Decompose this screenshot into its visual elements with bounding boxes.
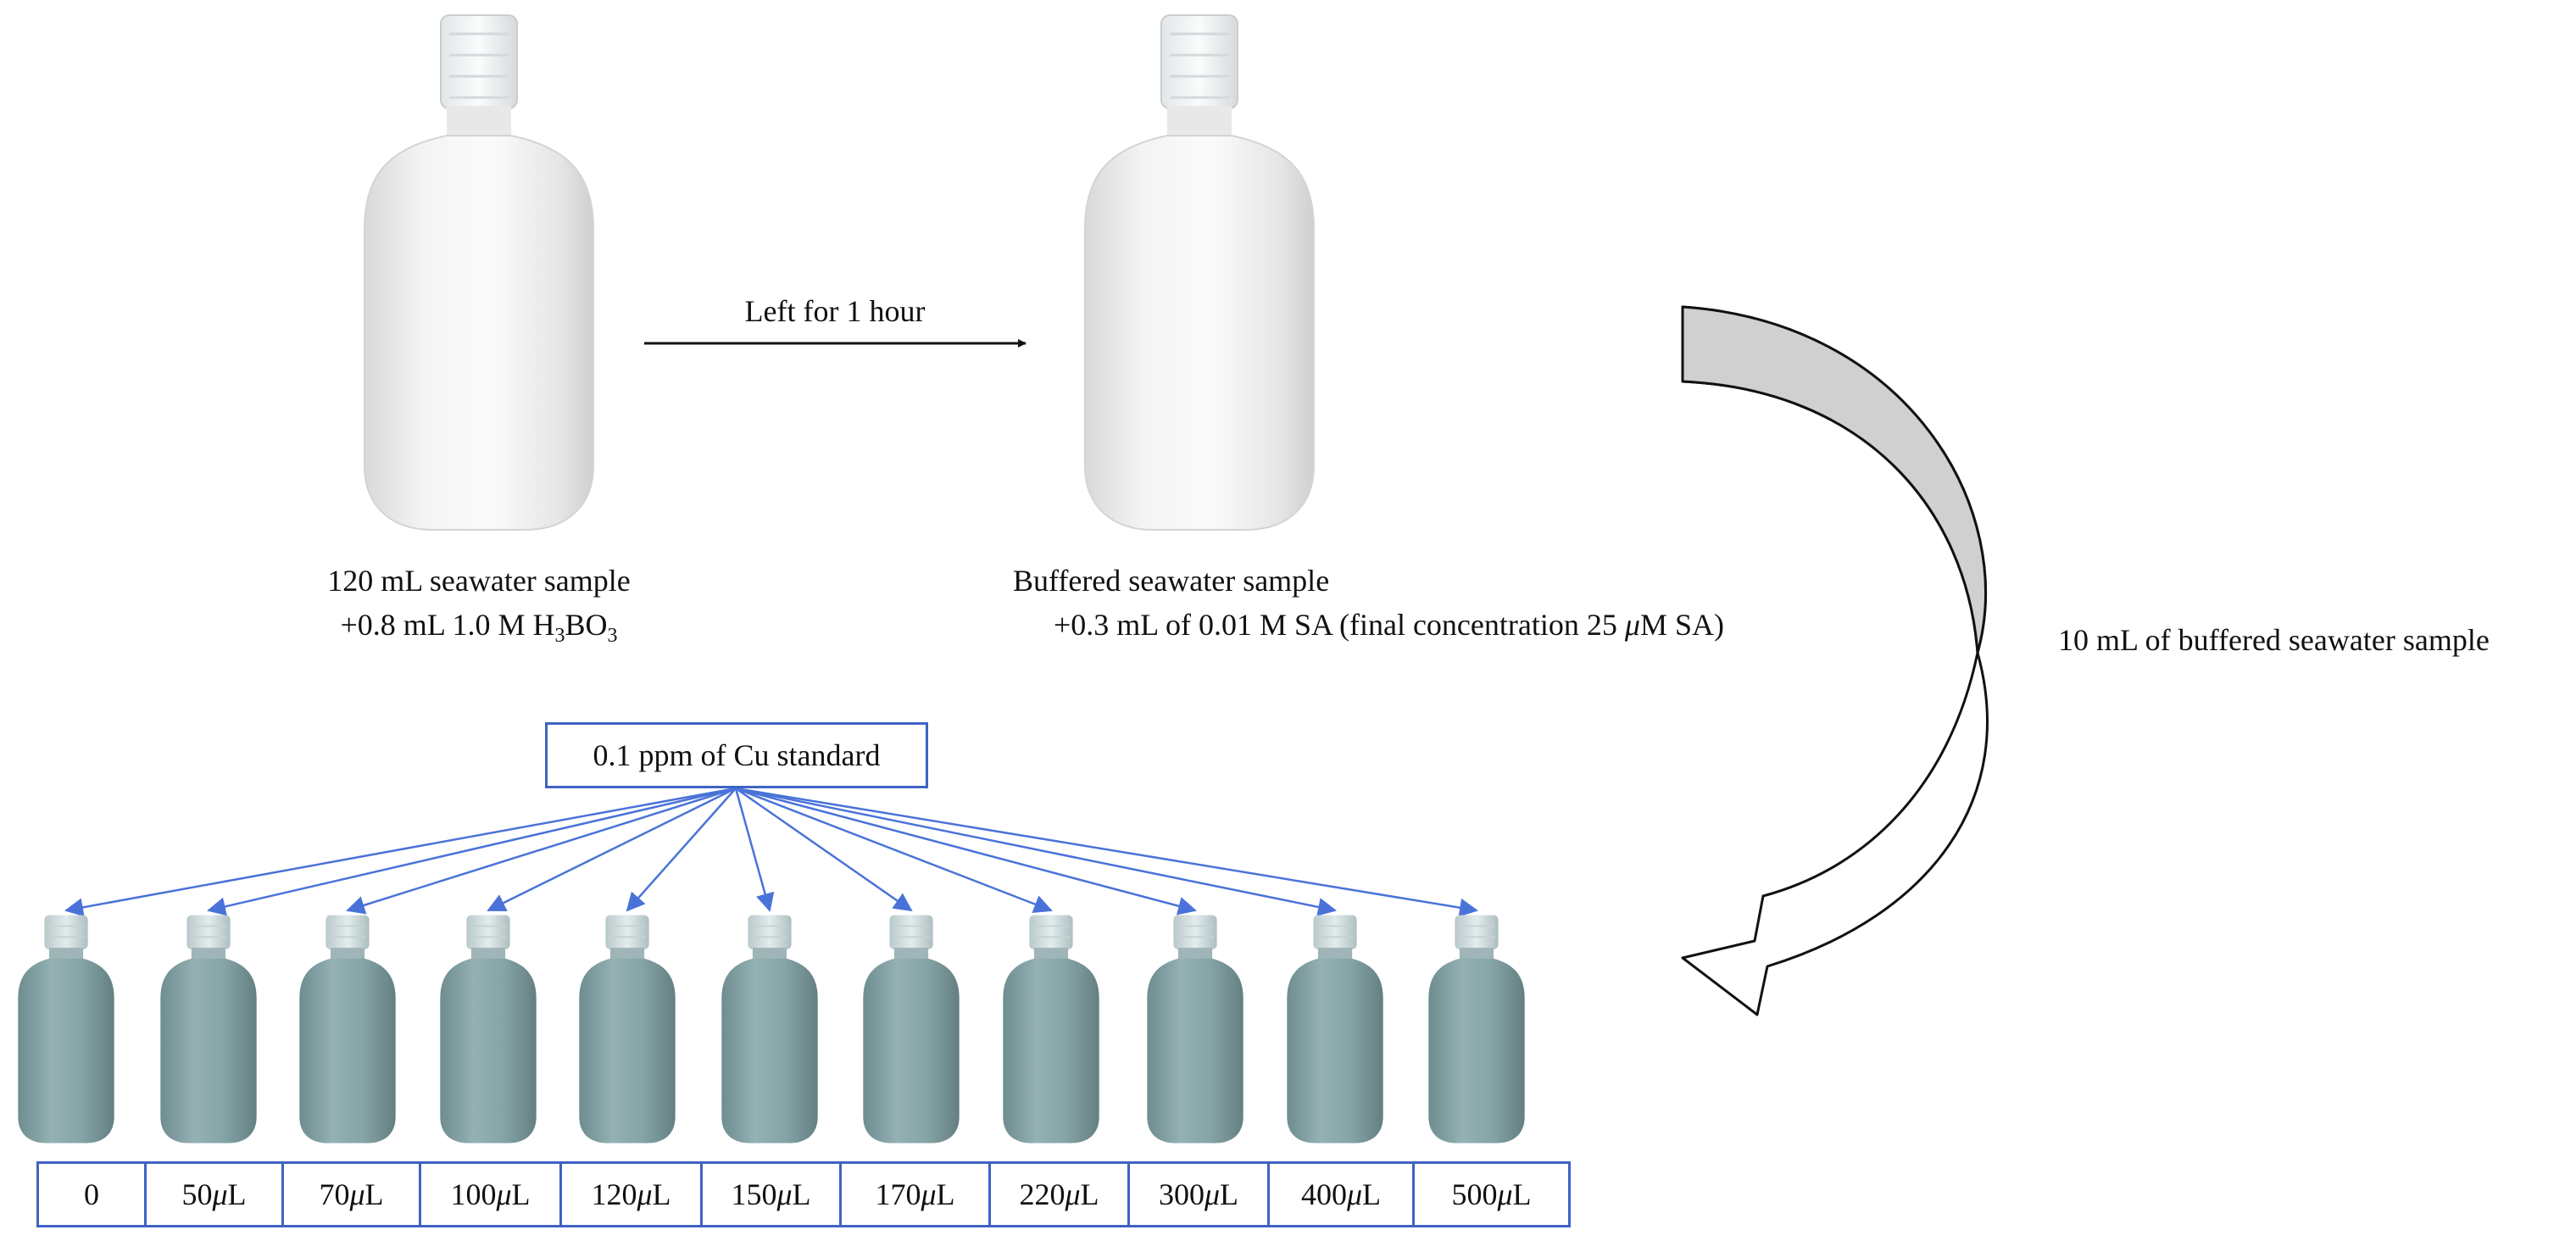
fan-arrow	[735, 787, 1197, 915]
fan-arrow	[207, 787, 737, 916]
vial-icon	[17, 914, 115, 1144]
vial-icon	[159, 914, 258, 1144]
vial-icon	[578, 914, 676, 1144]
fan-arrow	[735, 787, 1053, 914]
step1-label-line1: 120 mL seawater sample	[327, 564, 631, 598]
fan-arrow	[735, 787, 913, 912]
fan-arrows	[64, 787, 1478, 917]
step2-label-line2: +0.3 mL of 0.01 M SA (final concentratio…	[1054, 608, 1724, 642]
vial-icon	[1146, 914, 1244, 1144]
step2-label-line1: Buffered seawater sample	[1013, 564, 1330, 598]
step1-label-line2: +0.8 mL 1.0 M H3BO3	[340, 608, 618, 648]
vial-icon	[439, 914, 537, 1144]
fan-arrow	[735, 787, 1478, 917]
vial-volume-label: 0	[36, 1161, 147, 1227]
fan-arrow	[734, 787, 775, 912]
vial-icon	[1286, 914, 1384, 1144]
curved-arrow-shade	[1681, 305, 1987, 654]
vial-icon	[1427, 914, 1526, 1144]
vial-icon	[862, 914, 960, 1144]
fan-arrow	[346, 787, 737, 915]
vial-icon	[298, 914, 397, 1144]
vial-group	[17, 914, 1526, 1144]
bottle-icon-seawater	[363, 14, 595, 531]
arrow1-label: Left for 1 hour	[744, 294, 926, 328]
cu-standard-box: 0.1 ppm of Cu standard	[545, 722, 928, 788]
vial-icon	[721, 914, 819, 1144]
vial-icon	[1002, 914, 1100, 1144]
curved-arrow-label: 10 mL of buffered seawater sample	[2058, 623, 2490, 657]
fan-arrow	[735, 787, 1337, 916]
fan-arrow	[64, 787, 737, 917]
bottle-icon-buffered	[1083, 14, 1316, 531]
fan-arrow	[626, 787, 737, 912]
fan-arrow	[487, 787, 737, 912]
